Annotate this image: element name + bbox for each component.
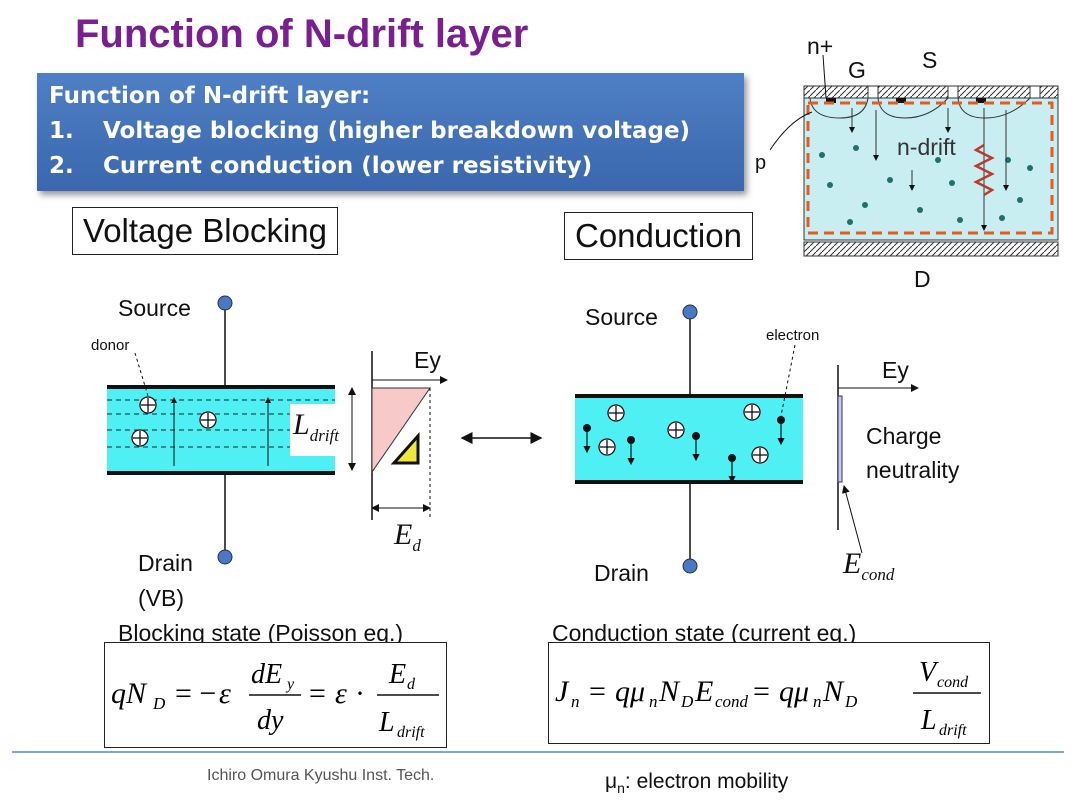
- svg-text:d: d: [407, 676, 416, 693]
- svg-text:qN: qN: [111, 677, 148, 710]
- svg-text:E: E: [388, 659, 406, 690]
- svg-text:=: =: [309, 677, 326, 710]
- ndrift-label: n-drift: [897, 134, 956, 160]
- neutrality-label: neutrality: [866, 457, 960, 483]
- svg-text:=: =: [589, 675, 606, 708]
- svg-text:cond: cond: [715, 692, 749, 711]
- device-cross-section: [769, 54, 1059, 257]
- svg-text:drift: drift: [939, 722, 967, 739]
- conduction-drain-label: Drain: [594, 560, 649, 586]
- svg-text:D: D: [844, 692, 858, 711]
- conduction-state-label: Conduction state (current eq.): [552, 620, 857, 646]
- svg-text:n: n: [649, 692, 658, 711]
- summary-item-2-num: 2.: [49, 153, 74, 179]
- source-terminal: [217, 295, 233, 311]
- e-d-label: Ed: [394, 518, 421, 555]
- svg-text:E: E: [694, 675, 713, 708]
- svg-text:ε: ε: [335, 677, 347, 710]
- charge-label: Charge: [866, 423, 942, 449]
- source-s-label: S: [922, 47, 938, 73]
- svg-text:qμ: qμ: [779, 675, 809, 708]
- svg-text:J: J: [555, 675, 570, 708]
- voltage-blocking-label: Voltage Blocking: [72, 207, 339, 255]
- svg-text:=: =: [753, 675, 770, 708]
- conduction-label: Conduction: [564, 212, 753, 260]
- svg-text:dE: dE: [251, 659, 282, 690]
- l-drift-label: Ldrift: [293, 408, 339, 445]
- svg-text:N: N: [822, 675, 845, 708]
- svg-text:L: L: [920, 705, 937, 736]
- p-label: p: [755, 152, 767, 174]
- svg-text:n: n: [813, 692, 822, 711]
- electron-label: electron: [766, 327, 820, 344]
- conduction-schematic: [575, 304, 919, 574]
- summary-item-2-text: Current conduction (lower resistivity): [103, 153, 593, 179]
- svg-text:D: D: [152, 694, 166, 713]
- svg-text:V: V: [919, 657, 939, 688]
- svg-text:cond: cond: [937, 674, 969, 691]
- svg-text:dy: dy: [257, 705, 284, 736]
- svg-text:N: N: [658, 675, 681, 708]
- gate-source-metal: [803, 85, 1059, 99]
- svg-text:n: n: [571, 692, 580, 711]
- svg-text:D: D: [680, 692, 694, 711]
- gate-label: G: [848, 57, 866, 83]
- conduction-ey-label: Ey: [882, 357, 909, 383]
- summary-item-1-text: Voltage blocking (higher breakdown volta…: [103, 118, 691, 144]
- mobility-note: μn: electron mobility: [605, 770, 789, 797]
- footer-credit: Ichiro Omura Kyushu Inst. Tech.: [207, 767, 435, 784]
- donor-label: donor: [91, 337, 130, 354]
- conduction-source-label: Source: [585, 304, 658, 330]
- summary-heading: Function of N-drift layer:: [49, 83, 371, 109]
- svg-text:L: L: [378, 707, 395, 738]
- svg-text:·: ·: [355, 677, 365, 710]
- drain-d-label: D: [914, 266, 931, 292]
- summary-box: Function of N-drift layer: 1. Voltage bl…: [37, 73, 744, 191]
- blocking-state-label: Blocking state (Poisson eq.): [118, 620, 404, 646]
- blocking-drain-label: Drain: [138, 550, 193, 576]
- svg-text:ε: ε: [219, 677, 231, 710]
- footer-divider: [12, 751, 1064, 753]
- e-cond-label: Econd: [843, 547, 895, 584]
- svg-text:= −: = −: [175, 677, 216, 710]
- drain-terminal: [217, 549, 233, 565]
- svg-text:drift: drift: [397, 724, 425, 741]
- blocking-drain-vb-label: (VB): [138, 585, 184, 611]
- svg-text:y: y: [285, 676, 295, 693]
- blocking-schematic: [107, 295, 448, 565]
- summary-item-1-num: 1.: [49, 118, 74, 144]
- drain-metal: [803, 241, 1059, 257]
- svg-text:qμ: qμ: [615, 675, 645, 708]
- page-title: Function of N-drift layer: [75, 12, 529, 56]
- blocking-ey-label: Ey: [414, 347, 441, 373]
- nplus-label: n+: [807, 33, 834, 59]
- blocking-source-label: Source: [118, 295, 191, 321]
